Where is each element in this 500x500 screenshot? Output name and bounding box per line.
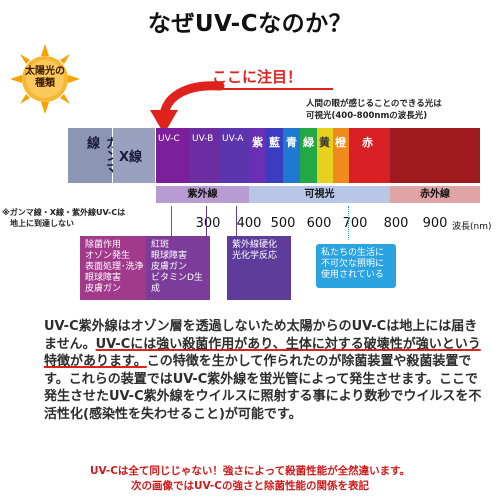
tick-600: 600 (306, 216, 332, 231)
green-segment: 緑 (300, 128, 317, 183)
color-label-green: 緑 (303, 136, 314, 149)
color-label-red: 赤 (362, 136, 373, 149)
arrow-icon (150, 81, 225, 134)
tick-900: 900 (422, 216, 448, 231)
violet-segment: 紫 (249, 128, 266, 183)
gamma-segment: ガンマ線 (68, 128, 118, 183)
connector-uva (236, 206, 237, 236)
paragraph-part-3: この特徴を生かして作られたのが除菌装置や殺菌装置です。これらの装置ではUV-C紫… (44, 354, 482, 422)
uvc-segment: UV-C (156, 128, 189, 183)
tick-400: 400 (236, 216, 262, 231)
color-label-violet: 紫 (252, 136, 263, 149)
spectrum-bar: ガンマ線 X線 UV-C UV-B UV-A 紫 藍 青 緑 黄 橙 赤 紫外線… (68, 128, 480, 212)
tick-500: 500 (270, 216, 296, 231)
xray-label: X線 (119, 150, 143, 165)
orange-segment: 橙 (333, 128, 349, 183)
infrared-band: 赤外線 (390, 186, 480, 203)
explanation-paragraph: UV-C紫外線はオゾン層を透過しないため太陽からのUV-Cは地上には届きません。… (44, 318, 484, 423)
visible-band: 可視光 (249, 186, 390, 203)
tick-300: 300 (195, 216, 221, 231)
color-label-orange: 橙 (335, 136, 346, 149)
indigo-segment: 藍 (266, 128, 283, 183)
color-label-yellow: 黄 (319, 136, 330, 149)
uvb-segment: UV-B (189, 128, 220, 183)
tick-800: 800 (383, 216, 409, 231)
wavelength-unit: 波長(nm) (452, 222, 492, 232)
sun-label: 太陽光の 種類 (25, 66, 65, 89)
infrared-segment (390, 128, 480, 183)
connector-uvb (206, 206, 207, 236)
connector-uvc (171, 206, 172, 236)
ground-reach-note: ※ガンマ線・X線・紫外線UV-Cは 地上に到達しない (2, 208, 126, 228)
blue-segment: 青 (283, 128, 300, 183)
visible-light-note: 人間の眼が感じることのできる光は 可視光(400-800nmの波長光) (306, 99, 442, 121)
yellow-segment: 黄 (317, 128, 333, 183)
xray-segment: X線 (113, 128, 155, 183)
uvc-label: UV-C (158, 134, 180, 144)
footer-line-2: 次の画像ではUV-Cの強さと除菌性能の関係を表記 (131, 480, 369, 492)
color-label-indigo: 藍 (269, 136, 280, 149)
paragraph-highlight: UV-Cには強い殺菌作用があり、生体に対する破壊性が強いという特徴があります。 (44, 336, 481, 370)
visible-effects-box: 私たちの生活に 不可欠な照明に 使用されている (316, 244, 396, 288)
uvb-effects-box: 紅斑 眼球障害 皮膚ガン ビタミンD生成 (146, 236, 210, 300)
connector-visible (348, 206, 349, 240)
uvb-label: UV-B (192, 134, 214, 144)
paragraph-part-1: UV-C紫外線はオゾン層を透過しないため太陽からのUV-Cは地上には届きません。 (44, 319, 478, 352)
callout-text: ここに注目！ (212, 68, 303, 86)
footer-line-1: UV-Cは全て同じじゃない！強さによって殺菌性能が全然違います。 (89, 465, 411, 477)
red-segment: 赤 (349, 128, 390, 183)
tick-700: 700 (342, 216, 368, 231)
callout-underline (205, 88, 333, 90)
page-title: なぜUV-Cなのか？ (147, 11, 353, 37)
ultraviolet-band: 紫外線 (156, 186, 249, 203)
uva-label: UV-A (222, 134, 244, 144)
uva-effects-box: 紫外線硬化 光化学反応 (227, 236, 291, 300)
color-label-blue: 青 (286, 136, 297, 149)
sun-icon (10, 44, 80, 114)
uva-segment: UV-A (220, 128, 249, 183)
